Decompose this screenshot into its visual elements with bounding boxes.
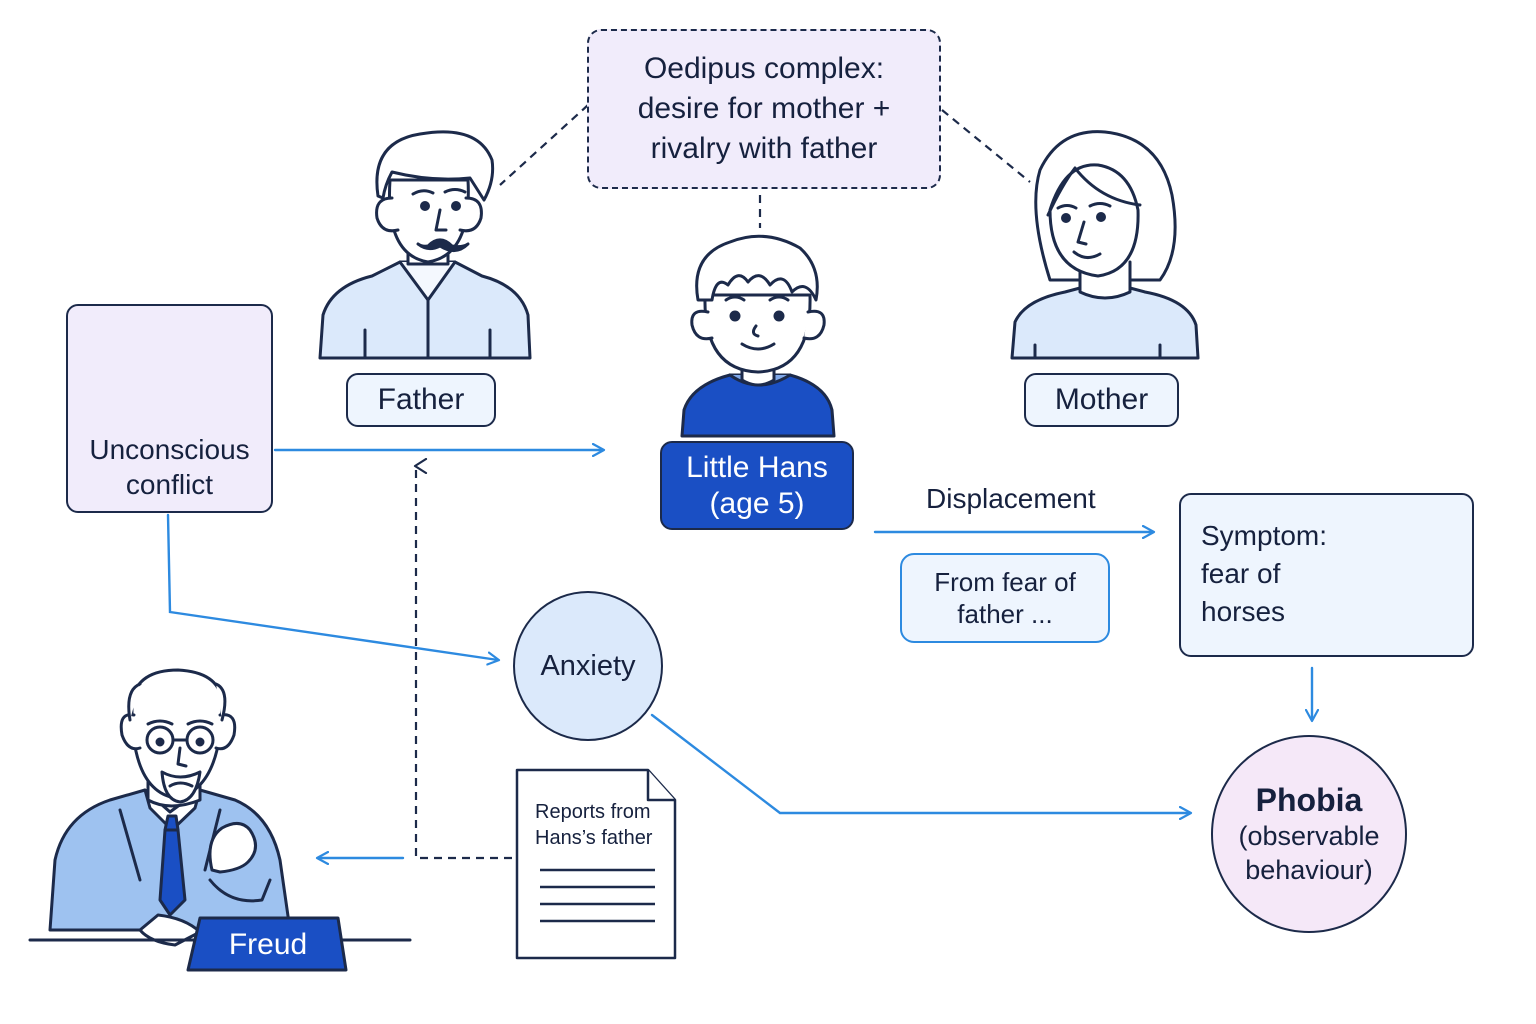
father-label: Father [346,373,496,427]
freud-label-text: Freud [228,928,308,961]
unconscious-conflict-box: Unconscious conflict [66,304,273,513]
phobia-line-1: (observable [1238,821,1380,851]
oedipus-connectors [499,104,1031,228]
mother-figure [1010,130,1200,360]
phobia-title: Phobia [1255,782,1363,818]
from-fear-line-2: father ... [957,599,1053,629]
reports-line-2: Hans’s father [535,827,653,849]
unconscious-line-2: conflict [125,469,214,500]
arrow-reports-dashed [416,466,512,860]
father-figure [318,130,532,360]
father-label-text: Father [377,383,465,416]
oedipus-box: Oedipus complex: desire for mother + riv… [587,29,941,189]
mother-label: Mother [1024,373,1179,427]
displacement-label: Displacement [926,483,1096,514]
mother-label-text: Mother [1054,383,1149,416]
hans-label-line-2: (age 5) [709,486,805,520]
oedipus-line-3: rivalry with father [650,132,878,165]
anxiety-label: Anxiety [540,650,636,682]
arrow-conflict-to-anxiety [166,513,498,660]
oedipus-line-2: desire for mother + [637,92,891,125]
symptom-line-2: fear of [1201,558,1281,589]
from-fear-box: From fear of father ... [900,553,1110,643]
freud-label: Freud [198,922,338,968]
phobia-line-2: behaviour) [1245,855,1373,885]
hans-label-line-1: Little Hans [686,450,828,484]
symptom-box: Symptom: fear of horses [1179,493,1474,657]
freud-nameplate [186,916,348,972]
hans-label: Little Hans (age 5) [660,441,854,530]
phobia-node: Phobia (observable behaviour) [1211,735,1407,933]
arrow-anxiety-to-phobia [650,713,1190,813]
reports-line-1: Reports from [535,801,651,823]
symptom-line-1: Symptom: [1201,520,1328,551]
symptom-line-3: horses [1201,596,1286,627]
document-icon [515,768,677,960]
reports-text: Reports from Hans’s father [535,799,652,851]
freud-figure [28,668,412,947]
anxiety-node: Anxiety [513,591,663,741]
oedipus-line-1: Oedipus complex: [643,52,885,85]
hans-figure [680,234,836,438]
unconscious-line-1: Unconscious [89,434,250,465]
flow-arrows [166,450,1312,858]
from-fear-line-1: From fear of [934,567,1076,597]
